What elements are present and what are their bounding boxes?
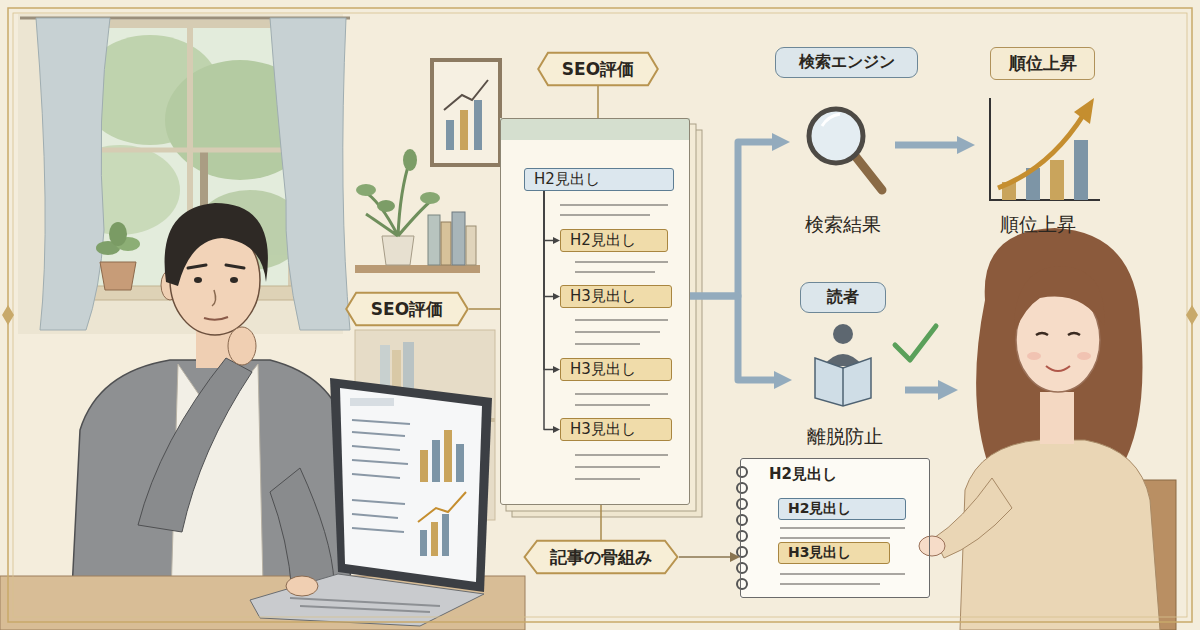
document-panel: H2見出し H2見出し H3見出し H3見出し H3見出し — [500, 118, 690, 505]
node-text: H2見出し — [570, 231, 636, 250]
connector-arrow — [895, 142, 957, 149]
node-text: 順位上昇 — [1009, 52, 1077, 75]
notebook: H2見出し H2見出し H3見出し — [740, 458, 930, 598]
connector-arrow — [600, 505, 602, 540]
connector-arrow — [679, 556, 730, 558]
category-pill: 読者 — [800, 282, 886, 313]
tag-label: 記事の骨組み — [523, 540, 679, 574]
icon-caption-group: 順位上昇 — [975, 88, 1100, 240]
node-text: H3見出し — [788, 544, 851, 562]
connector-arrow — [690, 142, 772, 296]
h2-heading-box: H2見出し — [778, 498, 906, 520]
tag-label: SEO評価 — [345, 292, 469, 326]
node-text: 順位上昇 — [1000, 212, 1076, 238]
icon-caption-group: 離脱防止 — [792, 318, 898, 452]
node-text: H3見出し — [570, 360, 636, 379]
connector-arrow — [544, 191, 553, 430]
h2-heading-box: H2見出し — [524, 168, 674, 191]
heading-box: H3見出し — [778, 542, 890, 564]
node-text: 離脱防止 — [807, 424, 883, 450]
node-text: H3見出し — [570, 287, 636, 306]
node-text: SEO評価 — [562, 58, 634, 81]
tag-label: SEO評価 — [537, 52, 659, 86]
icon-caption-group: 検索結果 — [790, 100, 895, 240]
connector-arrow — [469, 308, 500, 310]
connector-arrow — [544, 191, 553, 297]
node-text: 検索結果 — [805, 212, 881, 238]
heading-box: H3見出し — [560, 285, 672, 308]
connector-arrow — [597, 86, 599, 118]
heading-box: H3見出し — [560, 358, 672, 381]
tag-outline — [538, 53, 658, 86]
connector-arrow — [544, 191, 553, 370]
node-text: 記事の骨組み — [550, 546, 652, 569]
tag-outline — [525, 541, 678, 574]
tag-outline — [346, 293, 468, 326]
category-pill: 検索エンジン — [775, 47, 918, 78]
connector-arrow — [544, 191, 553, 241]
connector-arrow — [690, 296, 774, 380]
node-text: H2見出し — [534, 170, 600, 189]
node-text: H3見出し — [570, 420, 636, 439]
node-text: SEO評価 — [371, 298, 443, 321]
node-text: H2見出し — [769, 465, 837, 484]
node-text: H2見出し — [788, 500, 851, 518]
node-text: 読者 — [827, 287, 859, 308]
node-text: 検索エンジン — [799, 52, 895, 73]
heading-box: H2見出し — [560, 229, 668, 252]
category-pill: 順位上昇 — [990, 47, 1095, 80]
heading-box: H3見出し — [560, 418, 672, 441]
